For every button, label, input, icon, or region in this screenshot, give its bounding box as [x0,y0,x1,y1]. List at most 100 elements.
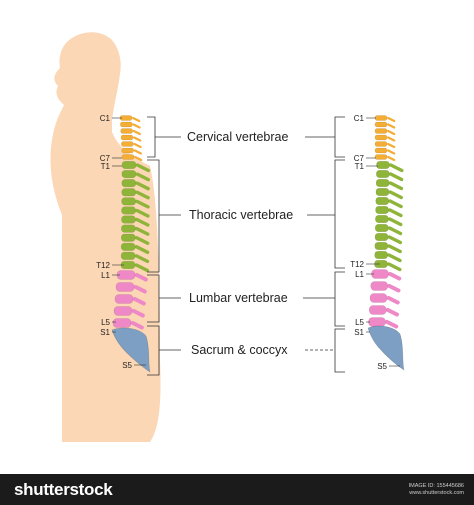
left-label-c7: C7 [100,154,111,163]
vertebra [369,305,387,315]
right-label-s5: S5 [377,362,387,371]
vertebra [121,147,134,154]
spinous-process [387,262,402,272]
vertebra [120,134,134,141]
spinous-process [388,217,403,227]
vertebra [374,154,388,160]
spinous-process [387,149,396,155]
spinous-process [131,308,145,318]
spinous-process [135,190,150,200]
vertebra [121,215,136,224]
vertebra [374,242,389,250]
region-label-cervical: Cervical vertebrae [187,130,288,144]
left-label-s5: S5 [122,361,132,370]
spinous-process [135,199,150,209]
vertebra [120,128,133,134]
vertebra [120,242,136,251]
spinous-process [388,181,404,191]
spinous-process [388,190,403,200]
right-label-t1: T1 [355,162,365,171]
left-label-t1: T1 [101,162,111,171]
left-label-l1: L1 [101,271,110,280]
spinous-process [388,271,402,281]
spinous-process [135,217,150,227]
spinous-process [134,263,150,273]
spinous-process [132,116,141,123]
spinous-process [133,142,142,149]
left-label-l5: L5 [101,318,110,327]
spinous-process [134,155,143,162]
region-label-lumbar: Lumbar vertebrae [189,291,288,305]
right-label-l1: L1 [355,270,364,279]
spinous-process [387,244,402,254]
vertebra [371,269,389,279]
spinous-process [389,163,404,173]
spinous-process [135,208,150,218]
spinous-process [134,254,150,264]
right-label-l5: L5 [355,318,364,327]
spinous-process [133,149,142,155]
spinous-process [135,172,150,182]
vertebra [121,233,136,242]
footer-image-id: IMAGE ID: 155445686 [408,483,464,489]
spinous-process [130,320,144,330]
spinous-process [388,172,404,182]
spinous-process [135,163,151,173]
vertebra [113,306,133,316]
spine-right [367,115,405,371]
spinous-process [133,136,142,142]
leader-lines [112,117,400,367]
vertebra [121,206,136,215]
vertebra [370,281,388,291]
footer-site: www.shutterstock.com [409,490,464,496]
spinous-process [132,296,146,306]
vertebra [120,251,136,260]
vertebra [374,128,388,134]
right-label-c7: C7 [354,154,365,163]
vertebra [121,141,134,147]
vertebra [374,224,389,232]
vertebra [375,197,390,205]
vertebra [121,224,136,233]
vertebra [375,188,390,196]
spine-left [111,115,151,373]
spinous-process [387,253,402,263]
vertebra [374,251,388,259]
left-label-t12: T12 [96,261,110,270]
vertebra [369,293,388,303]
spinous-process [133,284,147,294]
left-label-s1: S1 [100,328,110,337]
vertebra [121,179,137,188]
right-brackets [303,116,345,373]
vertebra [121,161,137,169]
right-label-t12: T12 [350,260,364,269]
spinous-process [387,136,396,142]
vertebra [121,197,136,206]
spinous-process [387,129,396,136]
vertebra [374,141,388,147]
footer-meta: IMAGE ID: 155445686 www.shutterstock.com [409,483,464,497]
vertebra [368,317,386,327]
vertebra [374,233,389,241]
spinous-process [388,208,403,218]
vertebra [376,161,390,169]
vertebra [120,121,133,128]
spinous-process [387,155,396,162]
spinous-process [388,199,403,209]
vertebra [114,294,134,304]
spinous-process [387,142,396,149]
spinous-process [386,295,400,305]
vertebra [121,170,137,179]
spinous-process [135,181,150,191]
sacrum-coccyx [111,327,151,373]
region-label-sacrum: Sacrum & coccyx [191,343,288,357]
spinous-process [387,283,401,293]
spinous-process [387,235,403,245]
right-label-c1: C1 [354,114,365,123]
left-label-c1: C1 [100,114,111,123]
vertebra [374,147,388,154]
vertebra [376,170,390,178]
vertebra [375,179,390,187]
spinous-process [387,226,403,236]
